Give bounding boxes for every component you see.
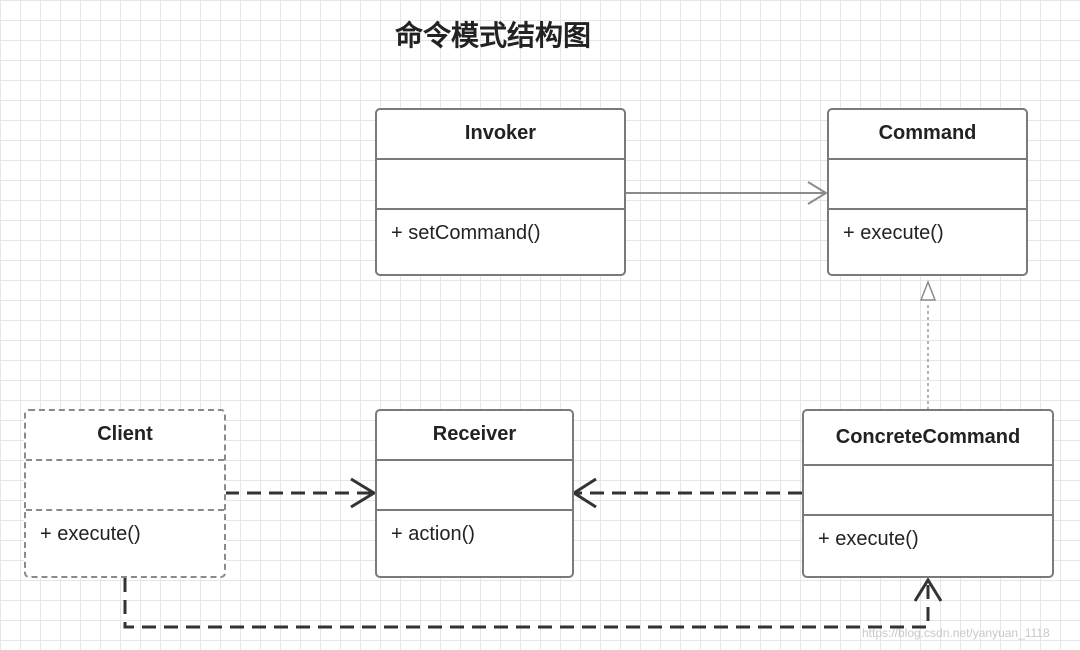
command-operation: + execute()	[843, 222, 944, 244]
receiver-class[interactable]: Receiver + action()	[375, 409, 574, 578]
watermark: https://blog.csdn.net/yanyuan_1118	[862, 626, 1050, 640]
invoker-operation: + setCommand()	[391, 222, 541, 244]
concrete-command-class[interactable]: ConcreteCommand + execute()	[802, 409, 1054, 578]
command-class-name: Command	[829, 110, 1026, 160]
dependency-client-concretecommand	[123, 577, 943, 629]
invoker-class-name: Invoker	[377, 110, 624, 160]
diagram-title: 命令模式结构图	[395, 19, 592, 52]
dependency-client-receiver	[225, 477, 377, 509]
client-attributes	[26, 461, 224, 511]
concrete-command-operation: + execute()	[818, 528, 919, 550]
dependency-concretecommand-receiver	[571, 477, 802, 509]
association-invoker-command	[625, 181, 828, 205]
client-operation: + execute()	[40, 523, 141, 545]
receiver-class-name: Receiver	[377, 411, 572, 461]
client-class-name: Client	[26, 411, 224, 461]
invoker-class[interactable]: Invoker + setCommand()	[375, 108, 626, 276]
invoker-attributes	[377, 160, 624, 210]
receiver-attributes	[377, 461, 572, 511]
concrete-command-attributes	[804, 466, 1052, 516]
concrete-command-class-name: ConcreteCommand	[804, 411, 1052, 466]
command-class[interactable]: Command + execute()	[827, 108, 1028, 276]
command-attributes	[829, 160, 1026, 210]
realization-concretecommand-command	[919, 279, 937, 410]
receiver-operation: + action()	[391, 523, 475, 545]
client-class[interactable]: Client + execute()	[24, 409, 226, 578]
